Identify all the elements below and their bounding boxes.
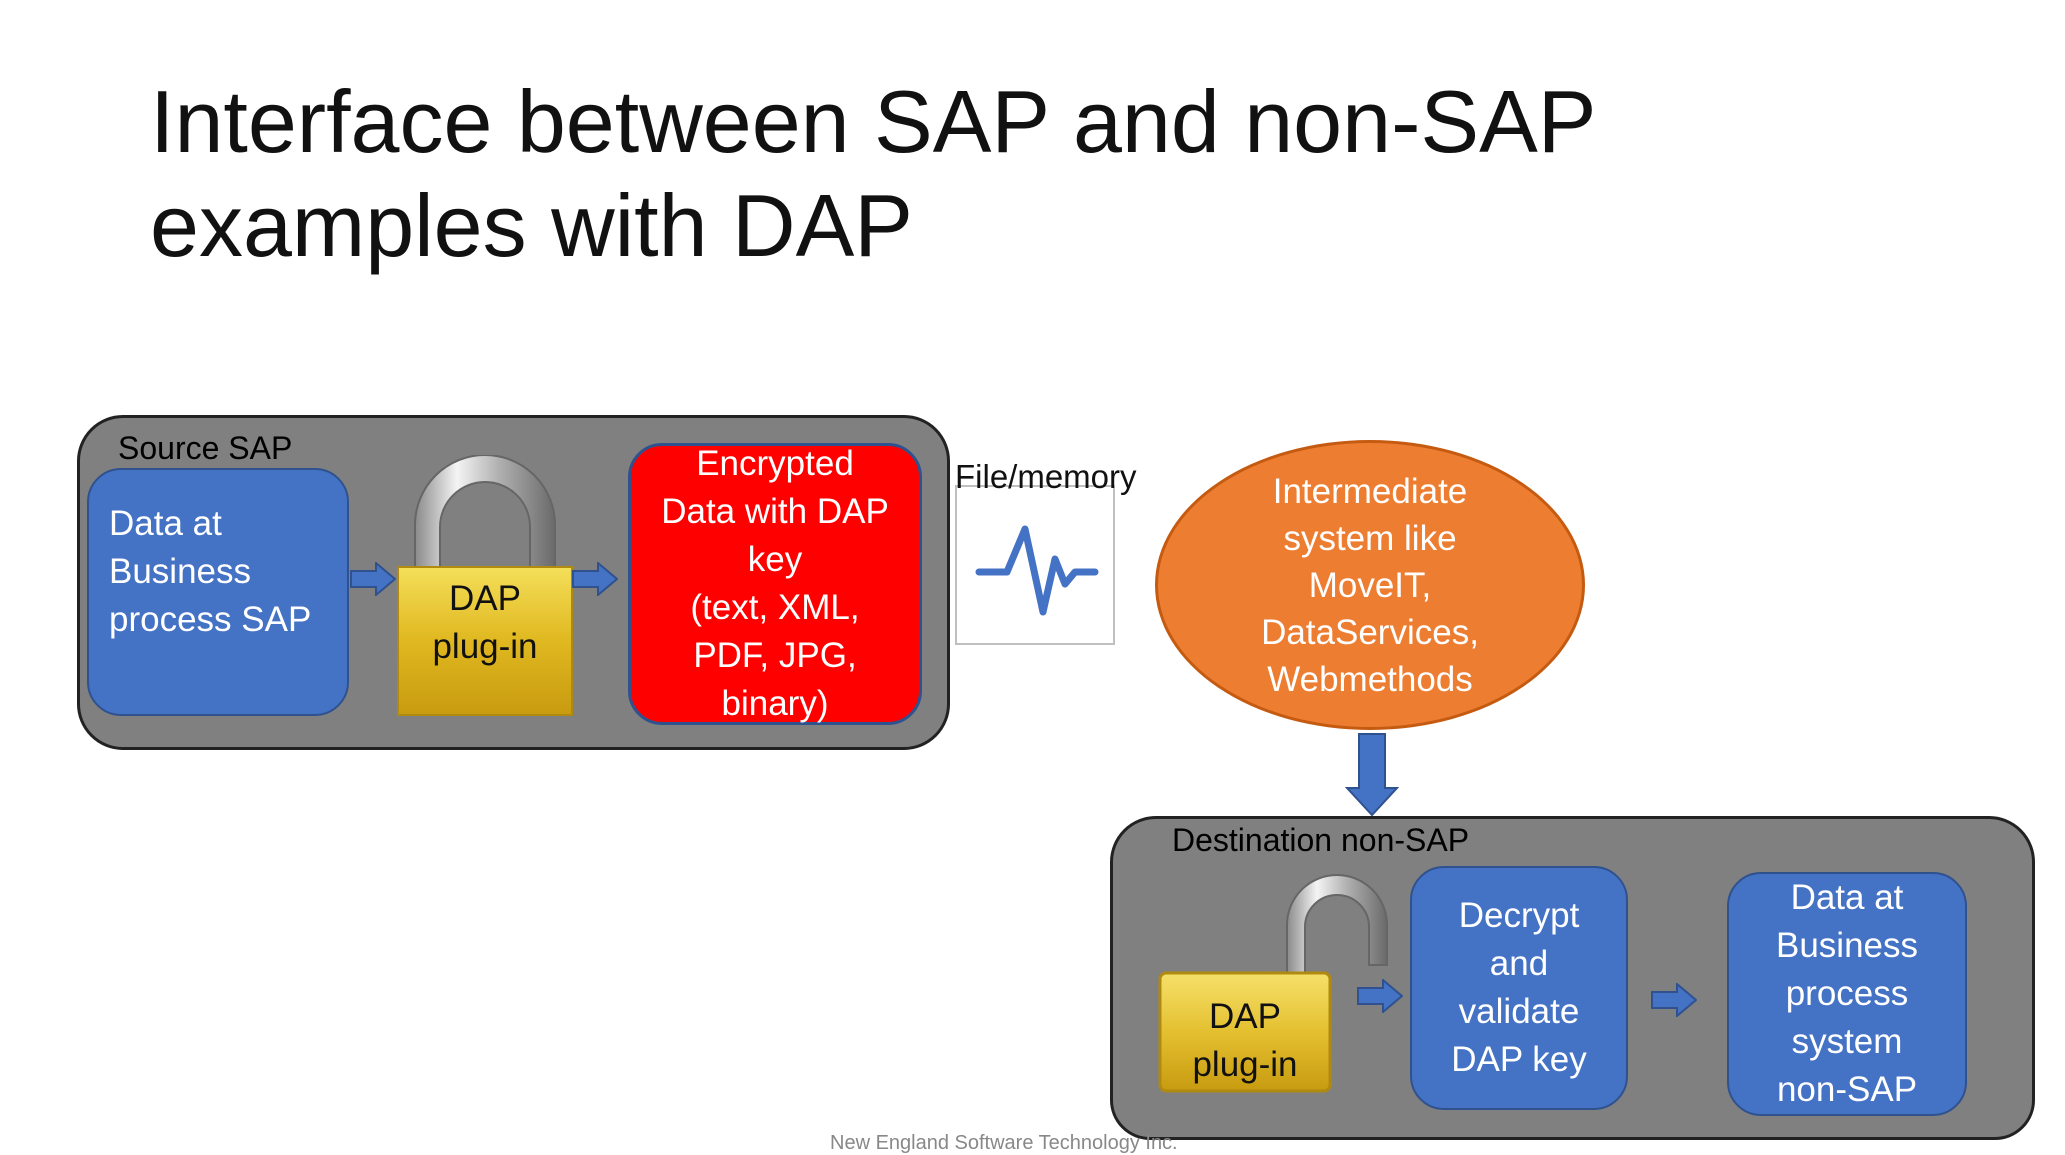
page-title: Interface between SAP and non-SAP exampl… <box>150 72 1595 275</box>
file-memory-box <box>955 485 1115 645</box>
intermediate-line: Intermediate <box>1272 471 1468 511</box>
intermediate-line: system like <box>1283 518 1457 558</box>
source-sap-label: Source SAP <box>118 430 293 466</box>
decrypt-line: DAP key <box>1451 1040 1587 1079</box>
destination-label: Destination non-SAP <box>1172 822 1470 858</box>
destination-data-line: Data at <box>1790 878 1904 917</box>
encrypted-line: Encrypted <box>696 444 854 483</box>
footer-text: New England Software Technology Inc. <box>830 1132 1178 1154</box>
encrypted-line: (text, XML, <box>690 588 860 627</box>
arrow-down-icon <box>1344 733 1400 822</box>
file-memory-label: File/memory <box>955 458 1137 495</box>
destination-data-box: Data at Business process system non-SAP <box>1727 872 1967 1116</box>
decrypt-line: validate <box>1458 992 1580 1031</box>
decrypt-validate-box: Decrypt and validate DAP key <box>1410 866 1628 1110</box>
destination-data-line: Business <box>1775 926 1919 965</box>
encrypted-data-box: Encrypted Data with DAP key (text, XML, … <box>628 443 922 725</box>
destination-plugin-label: DAP plug-in <box>1160 993 1330 1089</box>
waveform-icon <box>975 525 1099 616</box>
intermediate-line: Webmethods <box>1267 659 1473 699</box>
encrypted-line: PDF, JPG, <box>693 636 857 675</box>
source-plugin-line1: DAP <box>449 579 521 618</box>
arrow-right-icon <box>350 560 397 601</box>
closed-lock-icon <box>397 455 573 716</box>
encrypted-line: key <box>747 540 803 579</box>
open-lock-icon <box>1158 874 1388 1093</box>
source-plugin-label: DAP plug-in <box>398 575 572 671</box>
arrow-right-icon <box>1651 981 1698 1022</box>
encrypted-line: Data with DAP <box>661 492 889 531</box>
source-data-box: Data at Business process SAP <box>87 468 349 716</box>
encrypted-line: binary) <box>721 684 829 723</box>
arrow-right-icon <box>1357 977 1404 1018</box>
destination-plugin-line1: DAP <box>1209 997 1281 1036</box>
decrypt-line: and <box>1489 944 1549 983</box>
intermediate-line: DataServices, <box>1261 612 1479 652</box>
source-plugin-line2: plug-in <box>432 627 538 666</box>
destination-data-line: non-SAP <box>1776 1070 1918 1109</box>
intermediate-system-ellipse: Intermediate system like MoveIT, DataSer… <box>1155 440 1585 730</box>
intermediate-line: MoveIT, <box>1308 565 1432 605</box>
destination-data-line: process <box>1785 974 1909 1013</box>
source-data-text: Data at Business process SAP <box>109 504 312 639</box>
destination-plugin-line2: plug-in <box>1192 1045 1298 1084</box>
arrow-right-icon <box>572 560 619 601</box>
decrypt-line: Decrypt <box>1458 896 1580 935</box>
destination-data-line: system <box>1791 1022 1903 1061</box>
